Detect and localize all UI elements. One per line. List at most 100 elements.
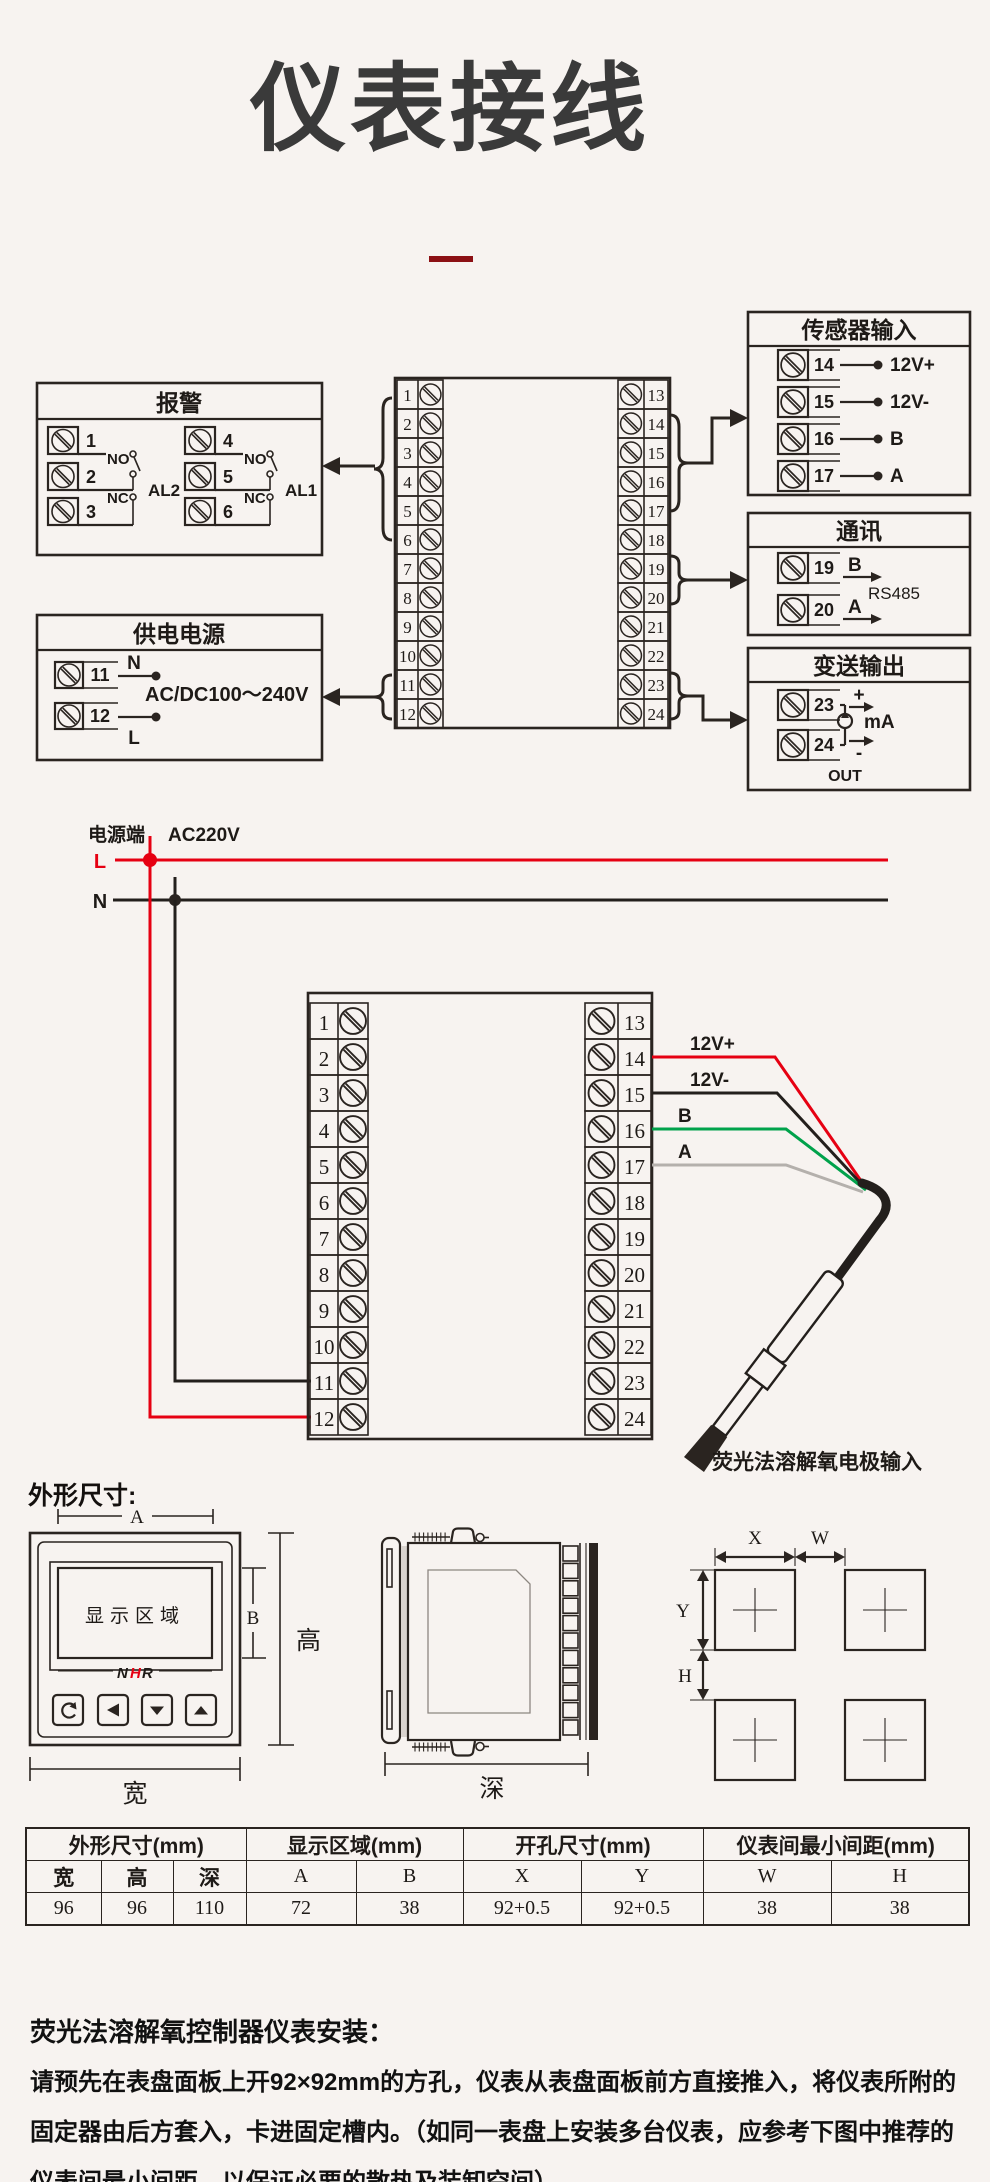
- block2-left-column: 1 2 3 4: [309, 1002, 369, 1436]
- terminal-row: 8: [309, 1254, 369, 1292]
- probe-body: [766, 1270, 844, 1364]
- table-value-row: 96 96 110 72 38 92+0.5 92+0.5 38 38: [25, 1892, 970, 1926]
- terminal-number: 2: [403, 415, 412, 434]
- terminal-row: 3: [309, 1074, 369, 1112]
- brace-terminals-1-6: [373, 396, 393, 542]
- arrow-right-icon: [871, 572, 882, 582]
- sensor-terminal-row: 16 B: [776, 422, 904, 456]
- terminal-number: 4: [403, 473, 412, 492]
- nhr-logo: N H R: [117, 1665, 153, 1682]
- terminal-number: 7: [403, 560, 412, 579]
- terminal-row: 4: [309, 1110, 369, 1148]
- power-supply-box: 供电电源 11 N 12 L AC/DC100～240V: [35, 613, 324, 762]
- signal-label: A: [890, 466, 904, 487]
- install-body: 请预先在表盘面板上开92×92mm的方孔，仪表从表盘面板前方直接推入，将仪表所附…: [30, 2069, 957, 2182]
- bus-line-label: A: [848, 597, 862, 618]
- terminal-number: 17: [814, 466, 834, 486]
- arrow-right-icon: [864, 702, 874, 712]
- terminal-number: 16: [814, 429, 834, 449]
- terminal-row: 7: [309, 1218, 369, 1256]
- terminal-row: 2: [396, 408, 444, 439]
- terminal-number: 14: [624, 1047, 646, 1071]
- terminal-number: 2: [319, 1047, 330, 1071]
- terminal-row: 19: [584, 1218, 652, 1256]
- col-header: Y: [580, 1860, 704, 1893]
- up-button: [184, 1693, 218, 1727]
- terminal-number: 16: [648, 473, 665, 492]
- terminal-number: 5: [223, 467, 233, 487]
- terminal-row: 16: [584, 1110, 652, 1148]
- relay-label: AL2: [148, 481, 180, 500]
- terminal-row: 17: [617, 495, 669, 526]
- transmission-output-box: 变送输出 23 24: [746, 646, 972, 792]
- table-cell: 92+0.5: [580, 1892, 704, 1926]
- block1-left-column: 1 2 3 4: [396, 379, 444, 729]
- group-header: 仪表间最小间距(mm): [702, 1827, 970, 1861]
- terminal-row: 22: [617, 640, 669, 671]
- comm-rows: 19 B 20 A: [776, 551, 882, 627]
- dim-depth-label: 深: [479, 1775, 504, 1803]
- install-heading: 荧光法溶解氧控制器仪表安装：: [30, 2017, 395, 2047]
- terminal-number: 6: [403, 531, 412, 550]
- dim-y-label: Y: [676, 1601, 690, 1622]
- terminal-row: 7: [396, 553, 444, 584]
- power-source-label: 电源端: [88, 823, 145, 846]
- arrow-to-alarm-icon: [322, 457, 340, 475]
- terminal-number: 17: [624, 1155, 645, 1179]
- alarm-title: 报警: [156, 390, 202, 416]
- live-line-label: L: [94, 851, 106, 873]
- terminal-block-1: 1 2 3 4: [393, 376, 672, 730]
- wire-12v-minus: [652, 1091, 868, 1191]
- terminal-number: 17: [648, 502, 666, 521]
- terminal-number: 1: [403, 386, 412, 405]
- brace-terminals-14-17: [669, 413, 689, 513]
- terminal-row: 24: [617, 698, 669, 729]
- plus-label: +: [853, 685, 864, 706]
- nc-contact-label: NC: [107, 490, 129, 507]
- terminal-number: 23: [814, 695, 834, 715]
- sensor-title: 传感器输入: [801, 317, 917, 343]
- table-cell: 110: [172, 1892, 247, 1926]
- out-label: OUT: [828, 768, 862, 785]
- terminal-number: 3: [319, 1083, 330, 1107]
- cutout-square: [843, 1698, 927, 1782]
- output-terminal-row: 24: [776, 728, 840, 762]
- terminal-row: 18: [617, 524, 669, 555]
- terminal-row: 16: [617, 466, 669, 497]
- terminal-number: 5: [319, 1155, 330, 1179]
- output-terminal-row: 23: [776, 688, 840, 722]
- table-cell: 72: [245, 1892, 357, 1926]
- terminal-block-2: 1 2 3 4: [306, 991, 654, 1441]
- terminal-number: 2: [86, 467, 96, 487]
- table-cell: 38: [830, 1892, 970, 1926]
- terminal-number: 8: [403, 589, 412, 608]
- terminal-number: 12: [399, 705, 416, 724]
- terminal-number: 11: [90, 665, 109, 685]
- terminal-row: 21: [617, 611, 669, 642]
- arrow-to-comm-icon: [730, 571, 748, 589]
- terminal-row: 9: [396, 611, 444, 642]
- alarm-group-al1: 4 5 6 NO NC AL1: [183, 425, 317, 527]
- wire-12v-plus: [652, 1055, 868, 1189]
- col-header: A: [245, 1860, 357, 1893]
- terminal-row: 11: [396, 669, 444, 700]
- terminal-row: 5: [396, 495, 444, 526]
- terminal-number: 20: [814, 600, 834, 620]
- terminal-number: 12: [90, 706, 110, 726]
- terminal-number: 6: [319, 1191, 330, 1215]
- group-header: 开孔尺寸(mm): [462, 1827, 704, 1861]
- front-view: A 显示区域 N H R: [28, 1507, 321, 1808]
- terminal-number: 6: [223, 502, 233, 522]
- down-button: [140, 1693, 174, 1727]
- terminal-row: 20: [617, 582, 669, 613]
- rear-terminal-strip: [562, 1543, 598, 1740]
- terminal-row: 18: [584, 1182, 652, 1220]
- sensor-terminal-row: 17 A: [776, 459, 904, 493]
- terminal-number: 24: [624, 1407, 646, 1431]
- col-header: X: [462, 1860, 582, 1893]
- col-header: 宽: [25, 1860, 102, 1893]
- terminal-row: 2: [309, 1038, 369, 1076]
- front-panel-buttons: [51, 1693, 218, 1727]
- terminal-number: 13: [648, 386, 665, 405]
- terminal-number: 21: [624, 1299, 645, 1323]
